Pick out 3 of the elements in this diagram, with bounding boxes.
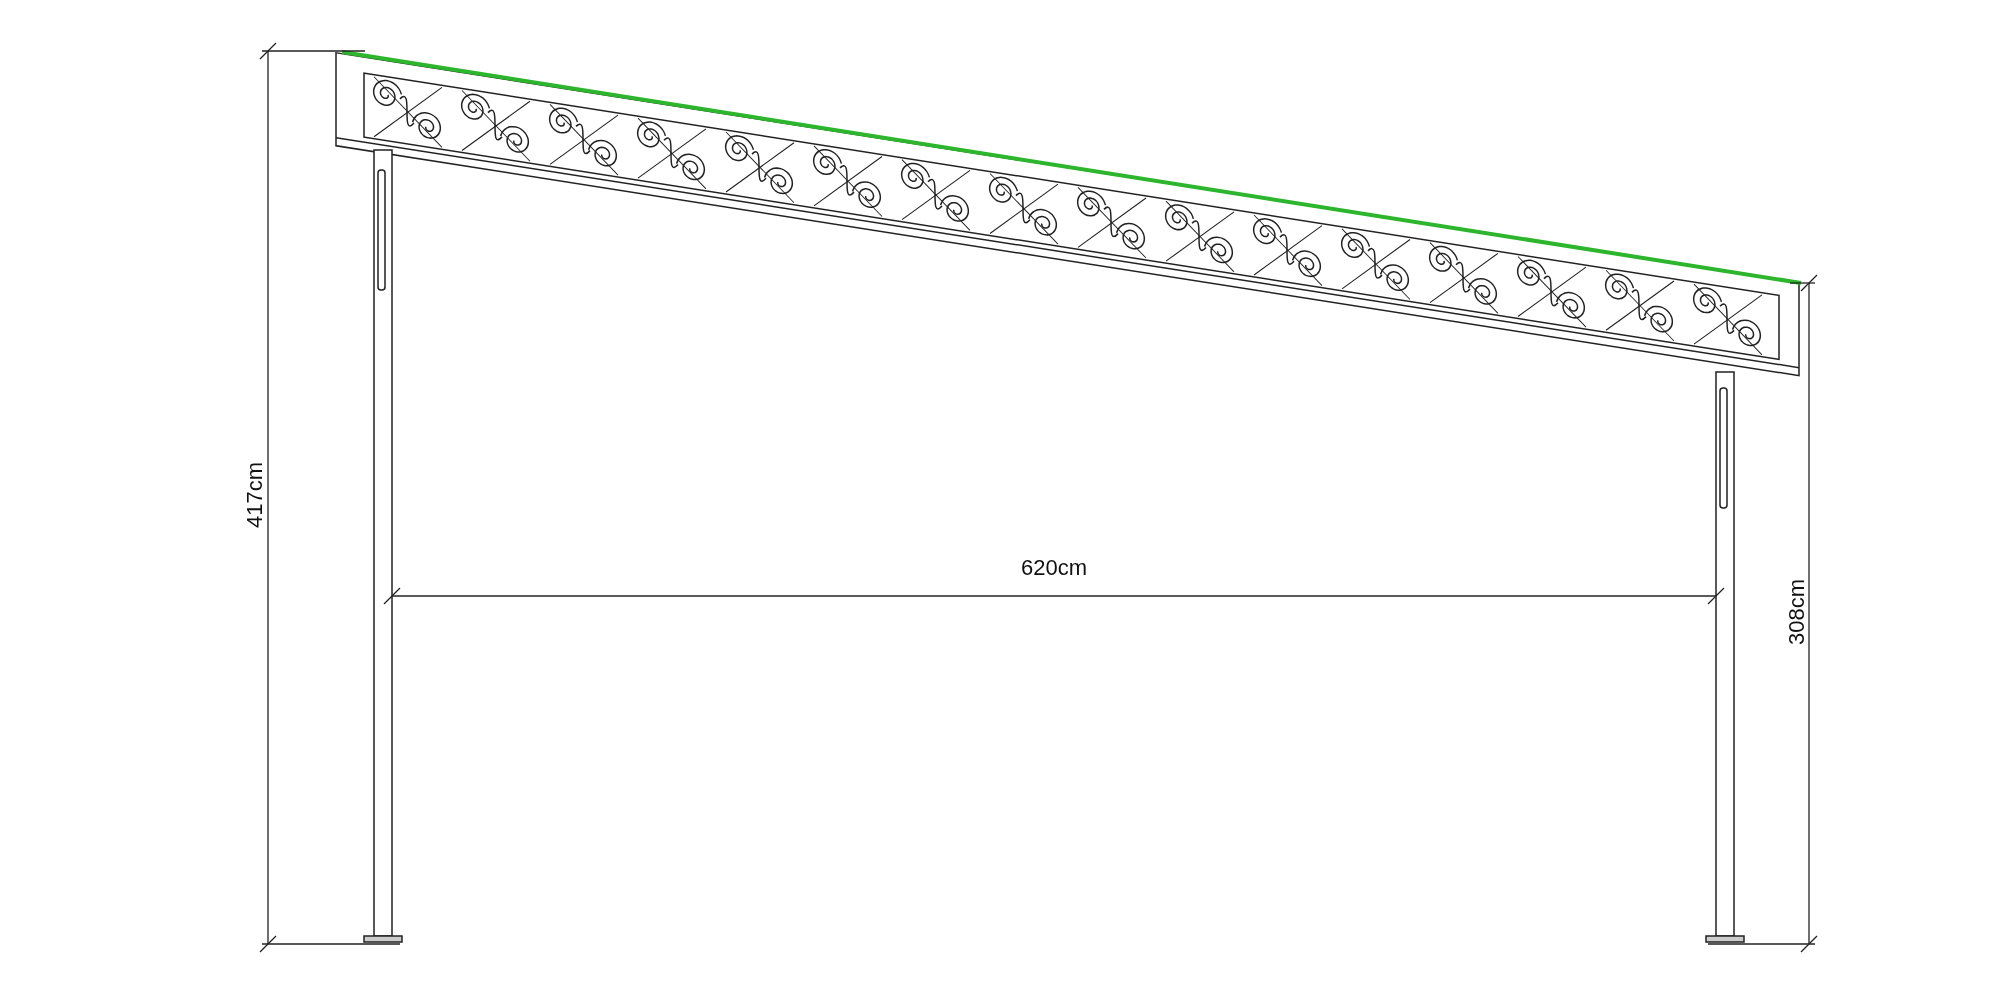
dimension-label: 620cm <box>1021 557 1087 579</box>
dimension-label: 308cm <box>1786 579 1808 645</box>
dimension-label: 417cm <box>244 462 266 528</box>
